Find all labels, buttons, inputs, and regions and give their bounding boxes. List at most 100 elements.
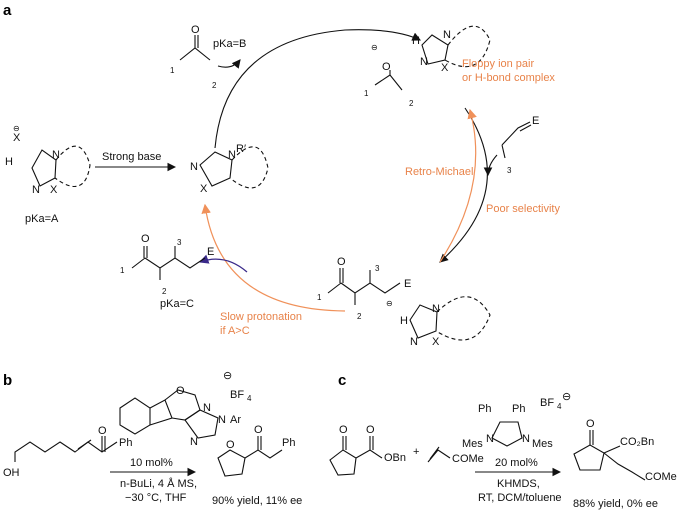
adduct-e: E [404, 278, 411, 290]
azolium-precatalyst: X ⊖ H N N X pKa=A [5, 124, 91, 225]
substrate-b-chain [14, 441, 118, 462]
adduct-fused-ring [435, 296, 491, 341]
indane-ring [149, 399, 173, 426]
product-bonds [131, 246, 206, 280]
free-carbene: N N R′ X [190, 143, 269, 195]
electrophile-e: E [532, 115, 539, 127]
carbene-fused-ring [229, 146, 269, 189]
carbene-ring [199, 151, 233, 187]
triazolium-ring [184, 409, 219, 439]
adduct-az-n2: N [410, 336, 418, 348]
complex-x: X [441, 62, 449, 74]
thf-ring [217, 449, 246, 477]
imidazolinium-ring [491, 421, 523, 447]
x-atom: X [50, 184, 58, 196]
enolate-o: O [382, 61, 391, 73]
panel-c-product: O CO₂Bn COMe [573, 418, 677, 483]
conditions-b-2: −30 °C, THF [125, 492, 187, 504]
carbene-rprime: R′ [236, 143, 246, 155]
cat-b-n2: N [218, 414, 226, 426]
carbene-n2: N [228, 149, 236, 161]
carbene-x: X [200, 183, 208, 195]
cyclopentanone-bonds [342, 436, 383, 459]
poor-selectivity-label: Poor selectivity [486, 203, 560, 215]
slow-protonation-label-2: if A>C [220, 325, 250, 337]
panel-label-a: a [3, 2, 12, 19]
carbene-n1: N [190, 161, 198, 173]
catalyst-c-mes2: Mes [532, 438, 553, 450]
enolate-r2-sub: 2 [409, 99, 414, 108]
counter-ion-label: X [13, 132, 21, 144]
adduct-az-x: X [432, 336, 440, 348]
result-b: 90% yield, 11% ee [212, 495, 302, 507]
electrophile: E 3 [501, 115, 539, 175]
adduct-minus: ⊖ [386, 299, 393, 308]
cat-b-ar: Ar [230, 414, 241, 426]
fused-ring-placeholder [54, 145, 91, 188]
pka-c-label: pKa=C [160, 298, 194, 310]
conditions-c-1: KHMDS, [497, 478, 540, 490]
n-atom: N [52, 149, 60, 161]
adduct-bonds [327, 268, 401, 305]
cat-b-o: O [176, 385, 185, 397]
conditions-c-2: RT, DCM/toluene [478, 492, 562, 504]
panel-c-catalyst: Ph Ph BF 4 ⊖ N N Mes Mes [462, 391, 571, 450]
cat-b-n3: N [190, 436, 198, 448]
panel-c-enone: COMe [427, 446, 484, 465]
cat-b-n1: N [203, 402, 211, 414]
product-r3-sub: 3 [177, 238, 182, 247]
adduct-o: O [337, 256, 346, 268]
product-r2-sub: 2 [162, 287, 167, 296]
oxazine-ring [164, 389, 201, 421]
indane-benzene [119, 397, 151, 435]
panel-label-c: c [338, 372, 346, 389]
cat-b-minus: ⊖ [223, 370, 232, 382]
substrate-c-o2: O [366, 424, 375, 436]
slow-protonation-label-1: Slow protonation [220, 311, 302, 323]
minus-charge: ⊖ [13, 124, 20, 133]
ketone-r1-sub: 1 [170, 66, 175, 75]
adduct-azolium-ring [409, 304, 438, 339]
product-b-chain [244, 436, 283, 459]
pka-a-label: pKa=A [25, 213, 59, 225]
ketone-r2-sub: 2 [212, 81, 217, 90]
azolium-ring [31, 149, 57, 187]
c2-hydrogen: H [5, 156, 13, 168]
n-atom-2: N [32, 184, 40, 196]
product-b-ph: Ph [282, 437, 295, 449]
cat-b-bf: BF [230, 389, 244, 401]
panel-b-substrate: O Ph OH [3, 425, 132, 479]
azolium-h: H [412, 35, 420, 47]
enone-label: COMe [452, 453, 484, 465]
panel-b-product: O O Ph [217, 424, 295, 477]
complex-n: N [443, 29, 451, 41]
product-c-ketone: COMe [645, 471, 677, 483]
ketone-substrate: O 1 2 pKa=B [170, 24, 246, 90]
substrate-b-ph: Ph [119, 437, 132, 449]
enolate-r1-sub: 1 [364, 89, 369, 98]
retro-michael-arrow [439, 108, 477, 263]
adduct-r2-sub: 2 [357, 312, 362, 321]
adduct-r1-sub: 1 [317, 293, 322, 302]
ketone-o: O [191, 24, 200, 36]
catalyst-c-ph1: Ph [478, 403, 491, 415]
catalyst-c-bf: BF [540, 397, 554, 409]
catalyst-c-ph2: Ph [512, 403, 525, 415]
ketone-bonds [179, 35, 211, 61]
substrate-b-doublebond [77, 439, 92, 450]
cat-b-bf-sub: 4 [247, 394, 252, 403]
product-release-arrow [198, 254, 248, 273]
plus-sign: + [413, 446, 419, 458]
product-c-o: O [586, 418, 595, 430]
loading-b: 10 mol% [130, 457, 173, 469]
enolate-bonds [374, 70, 403, 91]
michael-adduct-complex: O 1 3 2 E ⊖ H N N X [317, 256, 491, 348]
complex-n2: N [420, 56, 428, 68]
catalyst-c-mes1: Mes [462, 438, 483, 450]
product-o: O [141, 233, 150, 245]
panel-label-b: b [3, 372, 12, 389]
cycle-arrow-top [214, 29, 421, 149]
floppy-ion-pair-label-1: Floppy ion pair [462, 58, 534, 70]
catalyst-c-n1: N [486, 433, 494, 445]
